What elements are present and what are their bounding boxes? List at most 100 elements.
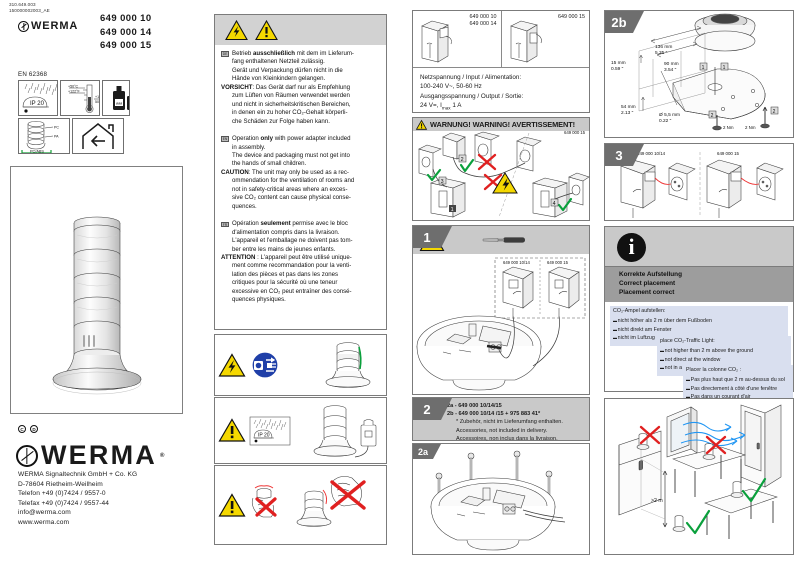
company-phone: Telefon +49 (0)7424 / 9557-0 [18,490,106,498]
svg-text:50°F: 50°F [95,100,100,104]
dim-depth-inch: 2.13 " [621,111,634,117]
torque-right: 2 Nm [745,125,756,130]
company-fax: Telefax +49 (0)7424 / 9557-44 [18,499,110,507]
output-label: Ausgangsspannung / Output / Sortie: [420,92,524,100]
svg-text:2: 2 [461,157,464,163]
document-code-line1: 310.649.003 [9,2,36,7]
room-placement-panel: >2 m [604,398,794,555]
dim-hole-spacing-inch: 3.54 " [664,68,677,74]
placement-title-fr: Placement correct [619,288,675,296]
en-caution-line1: : The unit may only be used as a rec- [248,168,349,176]
product-image-panel [10,166,183,414]
step-2-variant-b: 2b - 649 000 10/14 /15 + 975 883 41* [447,411,541,418]
adapter-left-labels: 649 000 10 649 000 14 [470,14,497,29]
en-caution-line3: not in safety-critical areas where an ex… [232,185,348,193]
wiring-warning-part-no: 649 000 15 [564,130,585,135]
adapter-right-label: 649 000 15 [558,14,585,20]
werma-mark-icon-large [16,444,38,467]
en-line4: the hands of small children. [232,160,307,168]
output-value-post: 1 A [450,102,462,110]
svg-text:3: 3 [441,179,444,185]
svg-text:1: 1 [702,65,705,71]
placement-en-item-3: not in a draft [660,364,787,373]
dim-edge-offset-mm: 15 mm [611,61,626,66]
de-caution-line1: : Das Gerät darf nur als Empfehlung [252,83,351,91]
svg-text:2: 2 [711,113,714,119]
adapter-cell-left: 649 000 10 649 000 14 [413,11,501,67]
dim-width-inch: 5.35 " [655,51,668,57]
do-not-push-tower-icon [296,476,366,527]
pictogram-panel-indoor: IP 20 [214,397,387,464]
werma-wordmark: WERMA [31,20,79,32]
de-line2: fang enthaltenen Netzteil zulässig. [232,58,325,66]
warning-text-en: EN Operation only with power adapter inc… [215,132,386,217]
step-2-number: 2 [413,398,452,420]
power-adapter-eu-icon [421,20,452,63]
step-2-panel: 2 2a - 649 000 10/14/15 2b - 649 000 10/… [412,397,590,442]
temperature-range-icon: +50°C +122°F +10°C 50°F [60,80,101,116]
fr-caution-line1: : L'appareil peut être utilisé unique- [255,253,352,261]
werma-logo-top: WERMA [18,20,78,32]
fr-caution-line2: ment comme recommandation pour la venti- [232,262,352,270]
fr-caution-label: ATTENTION [221,253,256,261]
pictogram-panel-no-touch [214,465,387,545]
flag-fr-icon: FR [221,221,229,227]
adapter-cell-right: 649 000 15 [500,11,590,67]
svg-text:IP 20: IP 20 [258,432,270,438]
document-code-line2: 150000002003_AE [9,8,50,13]
de-line3: Gerät und Verpackung dürfen nicht in die [232,66,343,74]
step-3-number: 3 [605,144,644,166]
company-city: D-78604 Rietheim-Weilheim [18,480,103,488]
dim-hole-diameter-inch: 0.22 " [659,119,672,125]
werma-logo-main: WERMA ® [16,440,164,471]
general-warning-icon-2 [218,418,246,442]
de-caution-line3: und nicht in sicherheitskritischen Berei… [232,100,351,108]
placement-de-item-2: nicht direkt am Fenster [613,326,784,335]
electrical-specifications: Netzspannung / Input / Alimentation: 100… [413,67,589,119]
fr-caution-line4: critiques pour la sécurité où une teneur [232,279,338,287]
input-label: Netzspannung / Input / Alimentation: [420,74,522,81]
info-icon: i [617,232,646,262]
warning-triangle-small-icon [415,119,428,130]
part-number-1: 649 000 10 [100,13,152,24]
company-website: www.werma.com [18,518,70,526]
electrical-spec-panel: 649 000 10 649 000 14 [412,10,590,113]
dim-edge-offset-inch: 0.59 " [611,67,624,73]
werma-wordmark-large: WERMA [41,440,157,470]
certification-marks: C D [18,425,38,433]
dim-hole-diameter: Ø 5,5 mm 0.22 " [659,113,680,125]
step3-label-left: 649 000 10/14 [637,151,666,156]
column-branding: 310.649.003 150000002003_AE WERMA 649 00… [0,0,208,567]
step-2b-panel: 2b [604,10,794,138]
svg-text:1: 1 [723,65,726,71]
en-caution-label: CAUTION [221,168,249,176]
document-code: 310.649.003 150000002003_AE [9,2,50,14]
dim-width-mm: 136 mm [655,45,673,50]
werma-mark-icon [18,20,29,32]
dim-depth-mm: 54 mm [621,105,636,110]
svg-text:PC: PC [54,126,59,130]
placement-en-item-1: not higher than 2 m above the ground [660,347,787,356]
svg-text:PA: PA [54,135,59,139]
step-1-number: 1 [413,226,452,248]
company-address: WERMA Signaltechnik GmbH + Co. KG D-7860… [18,470,137,528]
room-placement-illustration: >2 m [618,404,782,539]
step-3-panel: 3 649 000 10/14 649 000 15 [604,143,794,221]
step-1-illustration: 649 000 10/14 649 000 15 [416,257,586,391]
electric-shock-warning-icon-2 [218,352,246,377]
output-value-sub: max [441,105,451,111]
multilingual-warning-panel: DE Betrieb ausschließlich mit dem im Lie… [214,14,387,330]
dim-width: 136 mm 5.35 " [655,45,672,57]
en-caution-line4: sive CO₂ content can cause physical cons… [232,194,351,202]
standard-label: EN 62368 [18,71,48,78]
svg-text:øøø: øøø [116,102,122,106]
standard-pictograms: IP 20 [18,80,130,156]
warning-text-de: DE Betrieb ausschließlich mit dem im Lie… [215,45,386,132]
step1-label-left: 649 000 10/14 [503,260,530,265]
step-2a-number: 2a [413,444,441,459]
svg-text:+50°C: +50°C [68,85,79,89]
placement-heading-de: CO₂-Ampel aufstellen: [613,308,666,315]
part-number-2: 649 000 14 [100,26,152,38]
placement-titles: Korrekte Aufstellung Correct placement P… [605,267,793,303]
tower-light-green-segment-illustration [325,342,371,388]
